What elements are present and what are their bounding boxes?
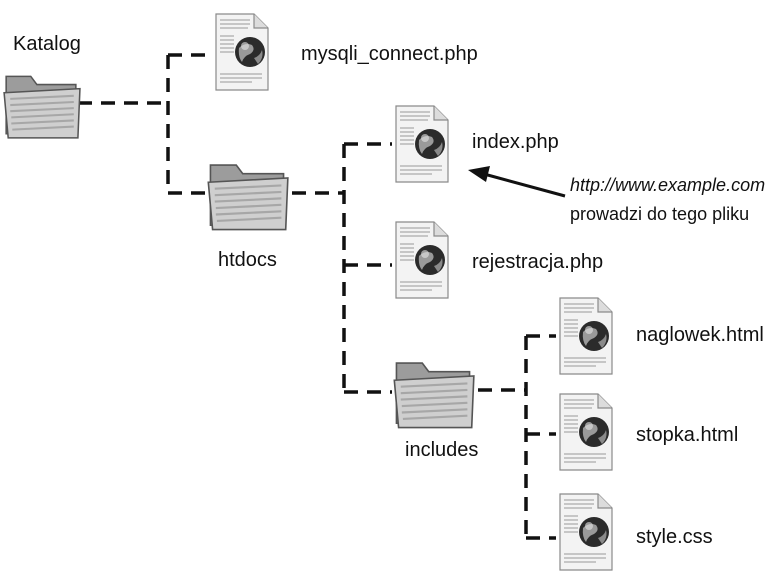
file-stopka-html[interactable]: stopka.html [559, 393, 738, 471]
folder-katalog[interactable]: Katalog [3, 33, 81, 139]
file-rejestracja-php[interactable]: rejestracja.php [395, 221, 603, 299]
folder-label-includes: includes [405, 439, 478, 461]
callout-url: http://www.example.com [570, 175, 765, 195]
file-label-stopka-html: stopka.html [636, 424, 738, 446]
folder-icon [207, 163, 289, 231]
file-mysqli-connect[interactable]: mysqli_connect.php [215, 13, 478, 91]
folder-htdocs[interactable]: htdocs [207, 163, 289, 271]
file-naglowek-html[interactable]: naglowek.html [559, 297, 764, 375]
html-file-icon [559, 393, 613, 471]
file-label-mysqli-connect: mysqli_connect.php [301, 43, 478, 65]
folder-label-htdocs: htdocs [218, 249, 277, 271]
file-label-index-php: index.php [472, 131, 559, 153]
html-file-icon [559, 297, 613, 375]
file-label-rejestracja-php: rejestracja.php [472, 251, 603, 273]
css-file-icon [559, 493, 613, 571]
file-index-php[interactable]: index.php [395, 105, 559, 183]
file-label-naglowek-html: naglowek.html [636, 324, 764, 346]
callout-arrow [468, 166, 566, 198]
folder-icon [3, 75, 81, 139]
php-file-icon [215, 13, 269, 91]
php-file-icon [395, 221, 449, 299]
php-file-icon [395, 105, 449, 183]
callout: http://www.example.com prowadzi do tego … [570, 175, 765, 224]
file-label-style-css: style.css [636, 526, 713, 548]
callout-text: prowadzi do tego pliku [570, 204, 749, 224]
connectors [78, 53, 556, 540]
folder-icon [393, 361, 475, 429]
folder-includes[interactable]: includes [393, 361, 478, 461]
file-style-css[interactable]: style.css [559, 493, 713, 571]
folder-label-katalog: Katalog [13, 33, 81, 55]
